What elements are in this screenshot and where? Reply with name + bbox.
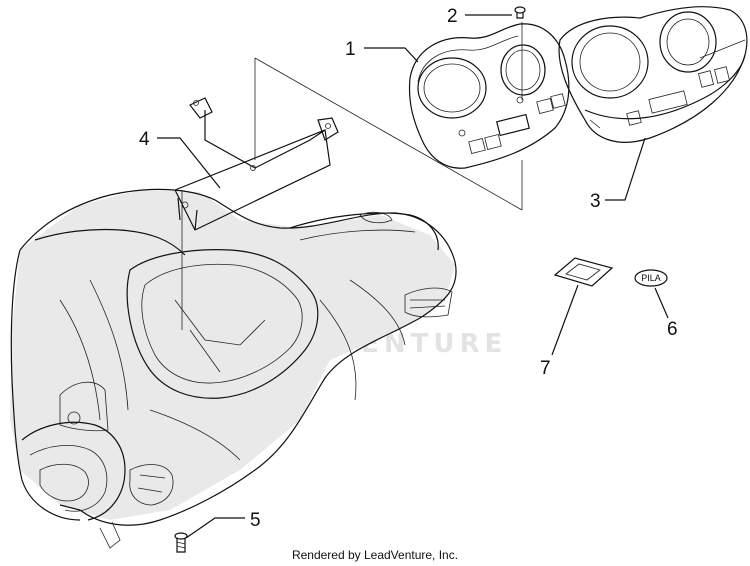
instrument-panel-face [408,23,570,169]
callout-labels: 1 2 3 4 5 6 7 [139,6,678,531]
footer-credit: Rendered by LeadVenture, Inc. [291,548,459,562]
screw-5 [174,532,188,553]
screw-2 [514,6,526,19]
mounting-bracket [174,97,339,231]
badge-text: PILA [641,273,661,283]
rectangular-pad [553,257,614,287]
callout-2: 2 [447,6,458,27]
instrument-cluster-housing [558,6,748,143]
callout-6: 6 [667,319,678,340]
callout-1: 1 [345,39,356,60]
callout-7: 7 [540,358,551,379]
handlebar-cover [10,188,457,549]
leader-lines [157,14,669,539]
oval-badge: PILA [634,269,668,287]
callout-3: 3 [590,191,601,212]
callout-5: 5 [250,510,261,531]
assembly-guide-lines [181,22,523,330]
callout-4: 4 [139,129,150,150]
